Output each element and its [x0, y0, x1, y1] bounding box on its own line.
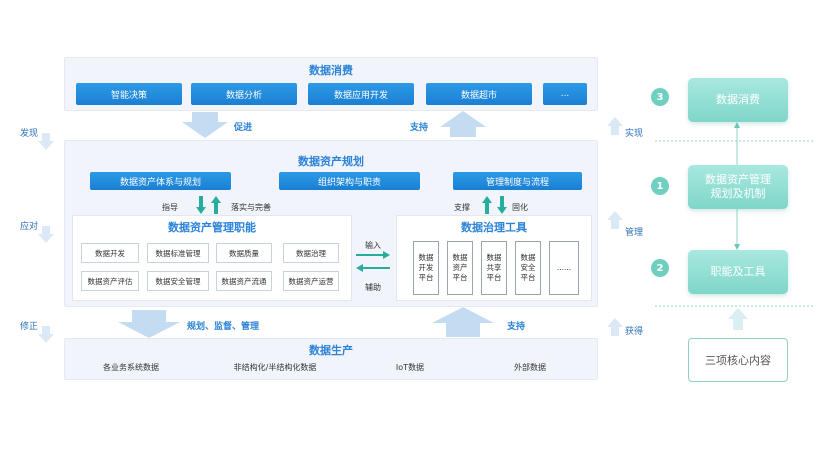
input-label: 输入 [365, 241, 381, 250]
promote-arrow-down [182, 112, 228, 138]
support-arrow-up [440, 111, 486, 137]
left-label-respond: 应对 [20, 222, 39, 232]
tool-security-platform[interactable]: 数据 安全 平台 [515, 241, 541, 295]
step-number-2: 2 [651, 259, 669, 277]
plan-label: 规划、监督、管理 [187, 322, 260, 332]
tool-more[interactable]: ...... [549, 241, 579, 295]
step-number-3: 3 [651, 88, 669, 106]
production-item-unstructured: 非结构化/半结构化数据 [233, 363, 317, 372]
mgmt-cell-valuation[interactable]: 数据资产评估 [81, 271, 139, 291]
right-label-obtain: 获得 [625, 327, 644, 337]
production-panel: 数据生产 各业务系统数据 非结构化/半结构化数据 IoT数据 外部数据 [64, 338, 598, 380]
production-item-business: 各业务系统数据 [103, 363, 159, 372]
mgmt-cell-security[interactable]: 数据安全管理 [147, 271, 209, 291]
right-arrow-up-3 [607, 318, 623, 336]
right-label-realize: 实现 [625, 129, 644, 139]
planning-item-system[interactable]: 数据资产体系与规划 [90, 172, 231, 190]
right-arrow-up-2 [607, 211, 623, 229]
planning-title: 数据资产规划 [298, 155, 364, 168]
support-bottom-label: 支持 [507, 322, 526, 332]
tool-share-platform[interactable]: 数据 共享 平台 [481, 241, 507, 295]
implement-label: 落实与完善 [231, 203, 271, 212]
production-title: 数据生产 [309, 344, 353, 357]
left-arrow-down-3 [38, 326, 54, 343]
support-bottom-arrow-up [432, 307, 494, 337]
production-item-iot: IoT数据 [395, 363, 425, 372]
mgmt-title: 数据资产管理职能 [168, 221, 256, 234]
support-arrow-up-small [482, 196, 492, 214]
consumption-item-app-dev[interactable]: 数据应用开发 [308, 83, 414, 105]
planning-item-policy[interactable]: 管理制度与流程 [453, 172, 582, 190]
dotted-divider-1 [655, 140, 815, 142]
consumption-item-analysis[interactable]: 数据分析 [191, 83, 297, 105]
consumption-title: 数据消费 [309, 64, 353, 77]
solidify-label: 固化 [512, 203, 528, 212]
consumption-item-market[interactable]: 数据超市 [426, 83, 532, 105]
input-arrow-right [356, 251, 390, 259]
governance-tools-box: 数据治理工具 数据 开发 平台 数据 资产 平台 数据 共享 平台 数据 安全 … [396, 215, 592, 301]
tool-asset-platform[interactable]: 数据 资产 平台 [447, 241, 473, 295]
core-content-box[interactable]: 三项核心内容 [688, 338, 788, 382]
right-box-consumption[interactable]: 数据消费 [688, 78, 788, 122]
left-arrow-down-1 [38, 133, 54, 150]
mgmt-cell-circulation[interactable]: 数据资产流通 [216, 271, 272, 291]
consumption-panel: 数据消费 智能决策 数据分析 数据应用开发 数据超市 ... [64, 57, 598, 111]
mgmt-cell-dev[interactable]: 数据开发 [81, 243, 139, 263]
right-box-functions[interactable]: 职能及工具 [688, 250, 788, 294]
assist-label: 辅助 [365, 283, 381, 292]
plan-arrow-down [118, 310, 180, 338]
step-number-1: 1 [651, 177, 669, 195]
right-label-manage: 管理 [625, 228, 644, 238]
mgmt-cell-operation[interactable]: 数据资产运营 [283, 271, 339, 291]
left-arrow-down-2 [38, 226, 54, 243]
planning-item-org[interactable]: 组织架构与职责 [279, 172, 420, 190]
tool-dev-platform[interactable]: 数据 开发 平台 [413, 241, 439, 295]
core-arrow-up [728, 308, 748, 330]
guide-label: 指导 [162, 203, 178, 212]
dotted-divider-2 [655, 305, 815, 307]
support-top-label: 支持 [410, 123, 429, 133]
solidify-arrow-down [497, 196, 507, 214]
mgmt-cell-governance[interactable]: 数据治理 [283, 243, 339, 263]
assist-arrow-left [356, 264, 390, 272]
support-mid-label: 支撑 [454, 203, 470, 212]
mgmt-cell-standard[interactable]: 数据标准管理 [147, 243, 209, 263]
left-label-discover: 发现 [20, 129, 39, 139]
consumption-item-decision[interactable]: 智能决策 [76, 83, 182, 105]
right-box-planning[interactable]: 数据资产管理 规划及机制 [688, 165, 788, 209]
consumption-item-more[interactable]: ... [543, 83, 587, 105]
implement-arrow-up [211, 196, 221, 214]
right-arrow-up-1 [607, 117, 623, 135]
promote-label: 促进 [234, 123, 253, 133]
mgmt-cell-quality[interactable]: 数据质量 [216, 243, 272, 263]
tools-title: 数据治理工具 [461, 221, 527, 234]
production-item-external: 外部数据 [514, 363, 546, 372]
left-label-correct: 修正 [20, 322, 39, 332]
mgmt-functions-box: 数据资产管理职能 数据开发 数据标准管理 数据质量 数据治理 数据资产评估 数据… [72, 215, 352, 301]
guide-arrow-down [196, 196, 206, 214]
